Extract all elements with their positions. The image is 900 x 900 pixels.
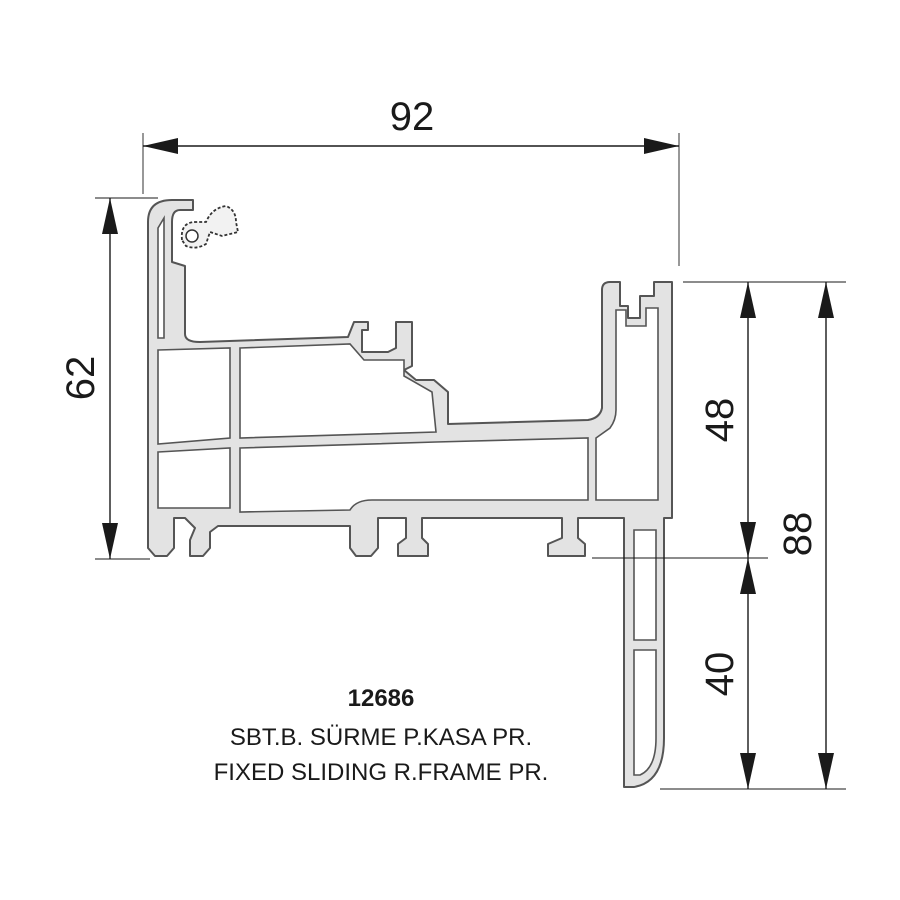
upper-right-height-label: 48 [698,398,742,443]
lower-right-height-label: 40 [698,652,742,697]
profile-cross-section [147,199,673,788]
chamber-leg-lower [633,649,657,776]
dimension-left-height: 62 [59,197,158,560]
product-caption: 12686 SBT.B. SÜRME P.KASA PR. FIXED SLID… [214,685,549,786]
dimension-right: 48 40 88 [592,281,846,790]
product-name-turkish: SBT.B. SÜRME P.KASA PR. [230,724,532,751]
dimension-width: 92 [142,95,680,266]
chamber-right-box [595,307,659,501]
left-height-dimension-label: 62 [59,356,103,401]
chamber-left-lower [157,447,231,509]
chamber-left-upper [157,347,231,445]
chamber-leg-upper [633,529,657,641]
gasket-bulb [185,229,199,243]
width-dimension-label: 92 [390,95,435,139]
total-right-height-label: 88 [776,512,820,557]
chamber-center-upper [239,343,437,439]
product-name-english: FIXED SLIDING R.FRAME PR. [214,759,549,786]
chamber-vertical-left [157,215,165,339]
product-code: 12686 [348,685,415,712]
chamber-center-lower [239,437,589,513]
